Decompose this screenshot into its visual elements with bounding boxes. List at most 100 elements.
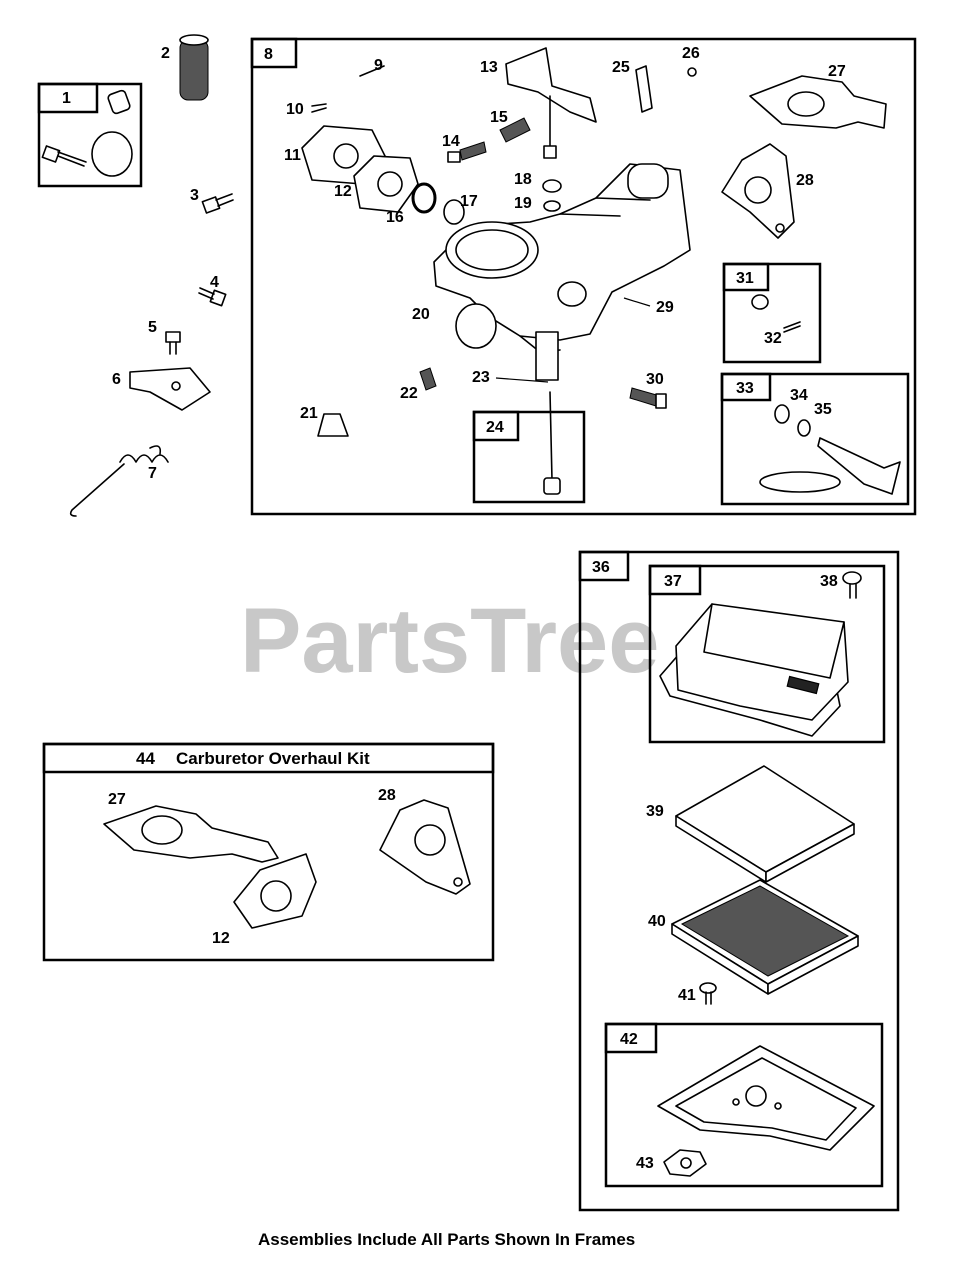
frame-label-8: 8 [264,46,273,63]
frame-42[interactable]: 42 43 [604,1022,884,1188]
part-6-bracket: 6 [112,367,211,411]
part-4-screw: 4 [198,274,227,307]
part-38-screw [842,571,862,599]
callout-43: 43 [636,1155,654,1172]
part-16-oring [411,182,437,214]
part-37-cover [659,603,849,737]
part-41-screw [699,982,717,1005]
part-25-gasket [635,65,653,113]
callout-15: 15 [490,109,508,126]
kit-part-28-gasket [379,799,471,895]
part-24-needle [549,391,553,481]
callout-39: 39 [646,803,664,820]
part-17-ring [443,199,465,225]
kit-part-12-gasket [233,853,317,929]
footer-note: Assemblies Include All Parts Shown In Fr… [258,1230,635,1249]
part-1-disc [91,131,133,177]
frame-37[interactable]: 37 38 [648,564,886,744]
callout-6: 6 [112,371,121,388]
frame-label-36: 36 [592,559,610,576]
frame-44[interactable]: 44 Carburetor Overhaul Kit 27 28 12 [42,742,495,962]
part-39-prefilter [675,765,855,883]
part-10-screw [311,103,327,113]
callout-35: 35 [814,401,832,418]
callout-5: 5 [148,319,157,336]
part-19-washer [543,200,561,212]
callout-34: 34 [790,387,808,404]
kit-title: Carburetor Overhaul Kit [176,749,370,768]
frame-label-44: 44 [136,749,155,768]
part-9-pin [359,65,385,77]
callout-14: 14 [442,133,460,150]
part-2-filter: 2 [161,34,209,101]
frame-label-37: 37 [664,573,682,590]
kit-callout-28: 28 [378,787,396,804]
callout-26: 26 [682,45,700,62]
part-24-needle-head [543,477,561,495]
part-12-gasket [353,155,419,213]
part-13-throttle [505,47,597,159]
callout-30: 30 [646,371,664,388]
part-34-washer [774,404,790,424]
leader-29 [623,297,651,307]
frame-label-33: 33 [736,380,754,397]
part-15-spring [499,117,531,143]
part-3-screw: 3 [190,187,234,214]
callout-7: 7 [148,465,157,482]
part-28-gasket [721,143,795,239]
callout-10: 10 [286,101,304,118]
callout-25: 25 [612,59,630,76]
callout-3: 3 [190,187,199,204]
part-18-washer [542,179,562,193]
watermark: PartsTree [240,590,659,692]
part-7-spring: 7 [69,445,169,517]
part-26-nut [687,67,697,77]
part-1-screw [41,145,87,167]
callout-21: 21 [300,405,318,422]
part-31-nut [751,294,769,310]
callout-11: 11 [284,147,301,164]
part-14-screw [447,141,487,163]
leader-23 [495,377,549,383]
part-43-gasket [663,1149,707,1177]
part-40-filter [671,879,859,995]
part-33-shaft [817,437,901,495]
frame-1[interactable]: 1 [37,82,143,188]
callout-19: 19 [514,195,532,212]
callout-20: 20 [412,306,430,323]
part-30-screw [629,387,667,409]
callout-41: 41 [678,987,696,1004]
part-carburetor-body [433,163,691,381]
part-22-spring [419,367,437,391]
callout-38: 38 [820,573,838,590]
callout-18: 18 [514,171,532,188]
frame-label-31: 31 [736,270,754,287]
kit-callout-12: 12 [212,930,230,947]
part-1-cap [107,89,131,115]
frame-31[interactable]: 31 32 [722,262,822,364]
callout-29: 29 [656,299,674,316]
callout-17: 17 [460,193,478,210]
callout-40: 40 [648,913,666,930]
frame-33[interactable]: 33 34 35 [720,372,910,506]
part-5-screw: 5 [148,319,181,355]
part-42-base [657,1045,875,1151]
callout-2: 2 [161,45,170,62]
frame-label-24: 24 [486,419,504,436]
callout-32: 32 [764,330,782,347]
part-20-tube [455,303,497,349]
part-21-plug [317,413,349,437]
part-32-screw [783,321,801,333]
callout-22: 22 [400,385,418,402]
callout-27: 27 [828,63,846,80]
frame-36[interactable]: 36 37 38 39 [578,550,900,1212]
frame-24[interactable]: 24 [472,391,586,504]
kit-part-27-gasket [103,805,279,863]
part-33-plate [759,471,841,493]
kit-callout-27: 27 [108,791,126,808]
callout-16: 16 [386,209,404,226]
part-35-washer [797,419,811,437]
callout-4: 4 [210,274,219,291]
frame-8[interactable]: 8 9 10 11 12 16 17 13 [250,37,917,516]
